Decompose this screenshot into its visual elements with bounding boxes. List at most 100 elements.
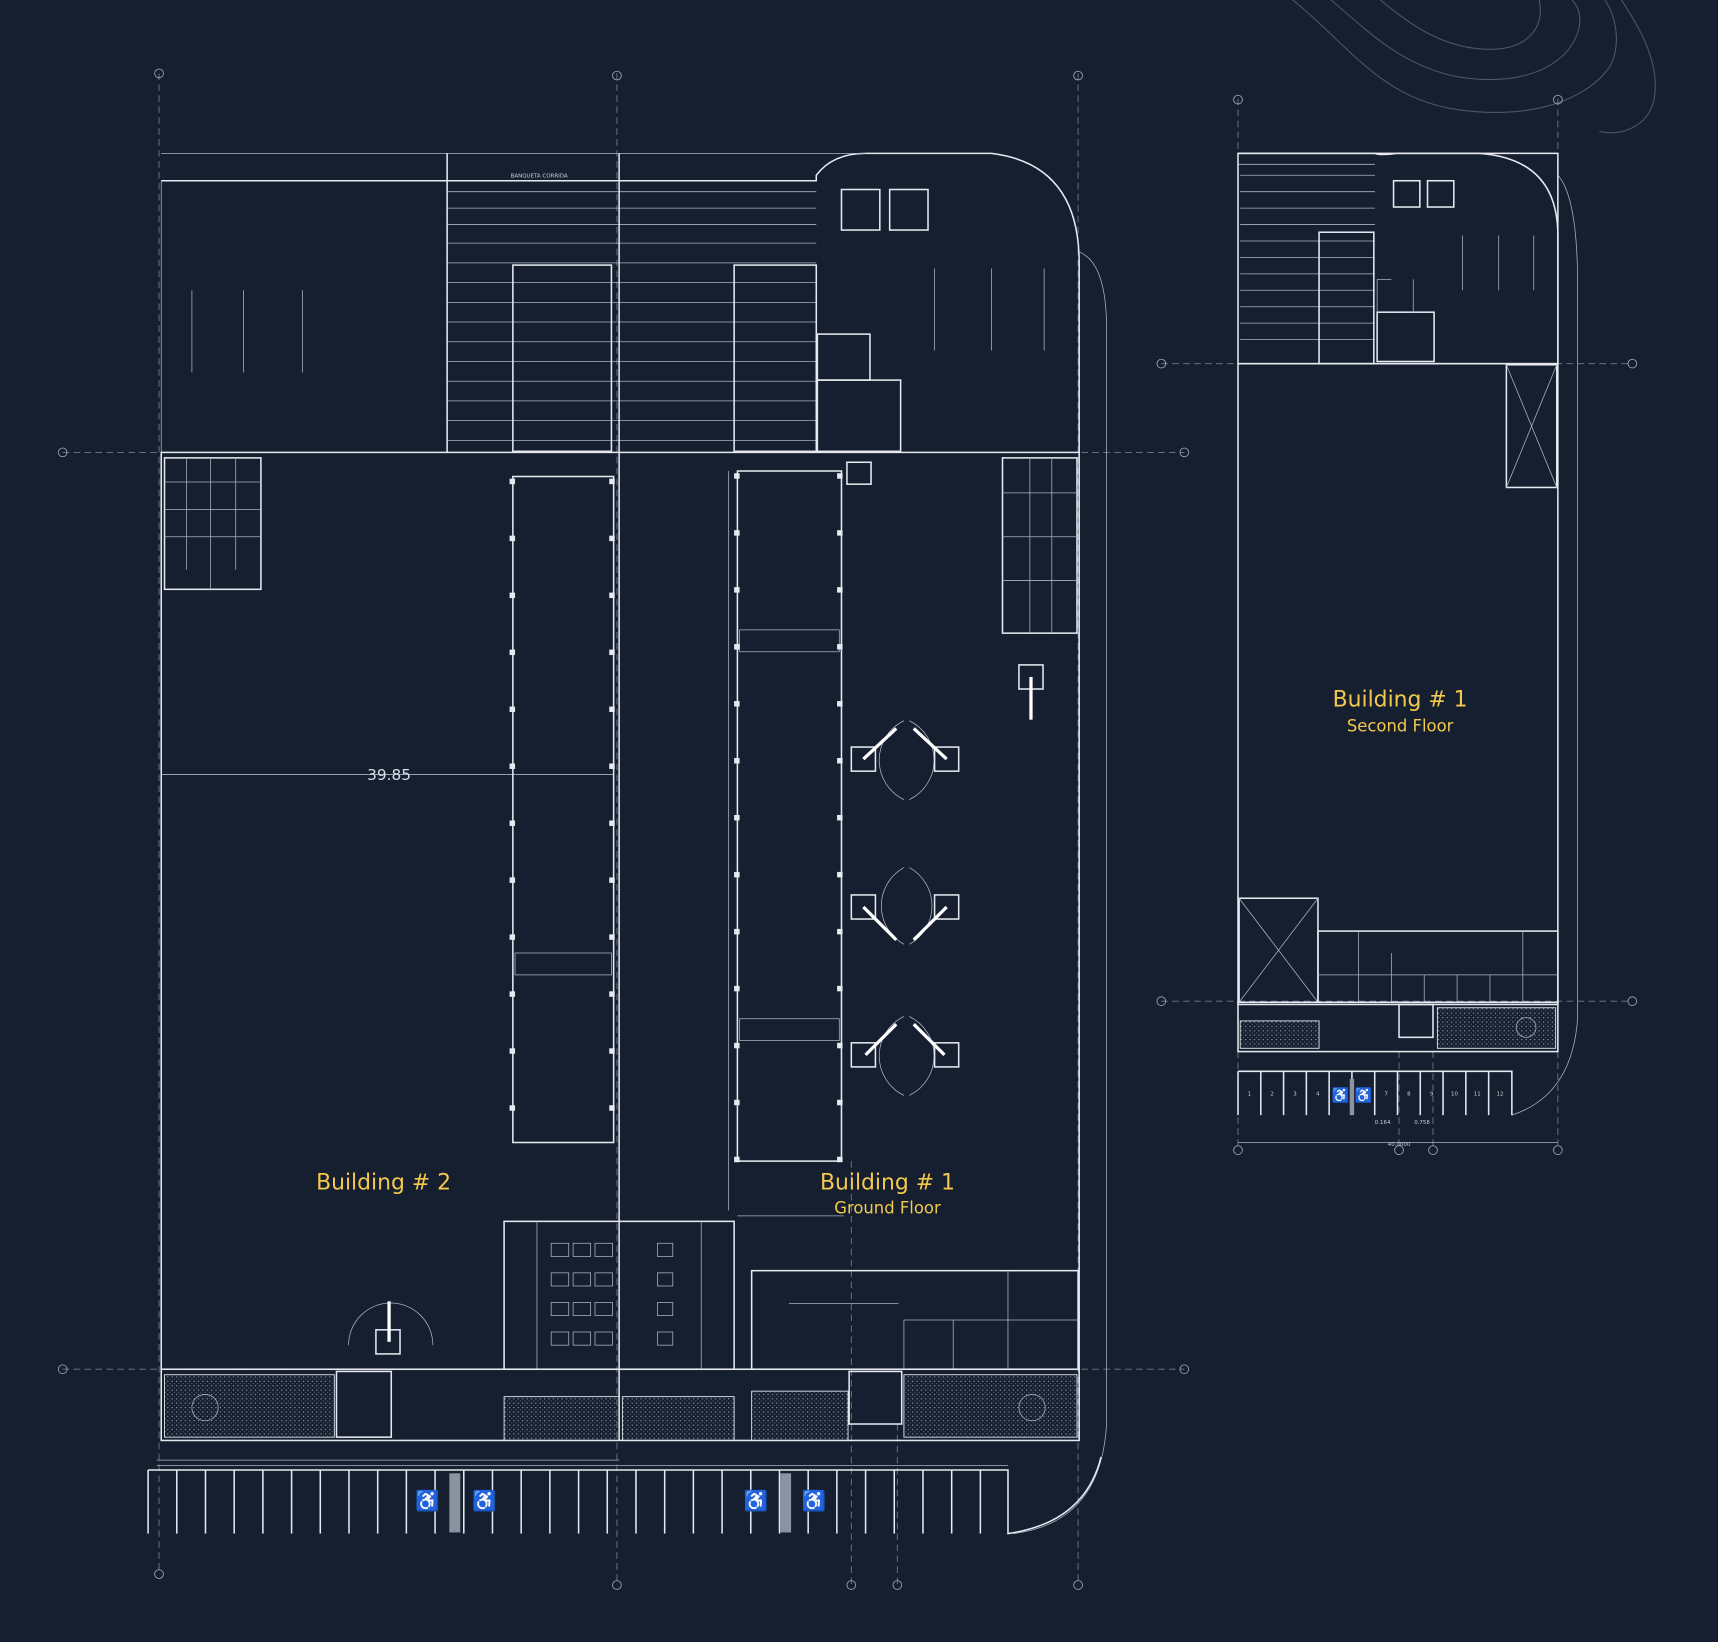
parking-main: ♿ ♿ ♿ ♿ (147, 1470, 982, 1534)
cafeteria-table (657, 1242, 674, 1257)
rack-post (734, 701, 740, 707)
building-1-second-sublabel: Second Floor (1347, 717, 1454, 736)
rack-post (837, 1099, 843, 1106)
upper-yard-stripes (1240, 174, 1375, 340)
grid-marker (846, 1580, 857, 1590)
rack-post (734, 814, 740, 821)
accessible-parking-icon: ♿ (744, 1489, 769, 1512)
rack-post (837, 928, 843, 935)
rack-post (837, 1156, 843, 1163)
rack-post (837, 644, 843, 650)
grid-marker (57, 447, 68, 458)
cafeteria-table (594, 1242, 613, 1257)
rack-post (734, 587, 740, 593)
grid-marker (1073, 1580, 1083, 1590)
rack-post (837, 701, 843, 707)
parking-stall-number: 2 (1270, 1091, 1273, 1097)
rack-post (734, 530, 740, 536)
grid-marker (57, 1364, 68, 1375)
cafeteria-table (657, 1331, 674, 1346)
rack-post (509, 592, 516, 599)
rack-post (609, 478, 615, 485)
rack-post (837, 530, 843, 536)
cafeteria-table (594, 1302, 613, 1316)
parking-stall-number: 4 (1316, 1091, 1320, 1097)
hatched-aisle (1349, 1078, 1355, 1116)
rack-post (837, 587, 843, 593)
accessible-parking-icon: ♿ (802, 1489, 827, 1512)
structural-grid (62, 73, 1633, 1586)
small-dimension-1: 0.164 (1375, 1120, 1391, 1126)
rack-post (609, 1105, 615, 1111)
cafeteria-table (550, 1302, 570, 1316)
rack-post (609, 934, 615, 940)
rack-post (509, 820, 516, 826)
rack-post (734, 1042, 740, 1049)
grid-marker (1627, 996, 1638, 1006)
rack-post (837, 758, 843, 764)
cafeteria-table (550, 1331, 570, 1346)
cafeteria-table (550, 1272, 570, 1287)
grid-marker (1394, 1145, 1404, 1155)
rack-post (734, 1156, 740, 1163)
cafeteria-table (657, 1302, 674, 1316)
rack-post (609, 763, 615, 769)
parking-stall-number: 8 (1407, 1091, 1411, 1097)
rack-post (509, 649, 516, 656)
accessible-parking-icon: ♿ (1332, 1087, 1350, 1104)
hatched-aisle (780, 1473, 792, 1533)
rack-post (609, 1048, 615, 1054)
grid-marker (1179, 447, 1190, 458)
accessible-parking-icon: ♿ (472, 1489, 497, 1512)
grid-marker (154, 1569, 164, 1579)
cafeteria-table (572, 1272, 592, 1287)
rack-post (509, 763, 516, 769)
rack-post (609, 649, 615, 656)
parking-stall-number: 3 (1293, 1091, 1297, 1097)
grid-marker (612, 1580, 622, 1590)
rack-post (734, 985, 740, 992)
grid-marker (1627, 358, 1638, 369)
grid-marker (1233, 1145, 1243, 1155)
parking-stall-number: 11 (1474, 1091, 1481, 1097)
grid-marker (1179, 1364, 1190, 1375)
rack-post (609, 592, 615, 599)
rack-post (734, 1099, 740, 1106)
cafeteria-table (572, 1331, 592, 1346)
offices-and-cafeteria (503, 1220, 1079, 1371)
rack-post (837, 985, 843, 992)
rack-post (609, 991, 615, 997)
rack-post (509, 1105, 516, 1111)
second-floor-dimension: 40.0000 (1388, 1142, 1411, 1148)
rack-post (837, 1042, 843, 1049)
ground-floor-plan: BANQUETA CORRIDA 39.85 (147, 152, 1107, 1535)
rack-post (509, 535, 516, 542)
rack-post (734, 473, 740, 479)
grid-markers (57, 68, 1638, 1590)
rack-post (609, 877, 615, 883)
rack-post (509, 706, 516, 713)
dimension-label: 39.85 (367, 766, 411, 784)
accessible-parking-icon: ♿ (415, 1489, 440, 1512)
parking-stall-number: 10 (1451, 1091, 1458, 1097)
rack-post (837, 473, 843, 479)
small-dimension-2: 0.758 (1414, 1120, 1430, 1126)
cafeteria-table (594, 1272, 613, 1287)
grid-marker (154, 68, 164, 79)
parking-stall-number: 1 (1248, 1091, 1251, 1097)
yard-note: BANQUETA CORRIDA (511, 173, 568, 179)
building-1-ground-label: Building # 1 (820, 1171, 955, 1196)
grid-marker (1233, 94, 1243, 105)
cafeteria-table (657, 1272, 674, 1287)
building-2-label: Building # 2 (316, 1171, 451, 1196)
rack-post (837, 871, 843, 878)
grid-marker (612, 70, 622, 81)
rack-post (734, 758, 740, 764)
parking-stall-number: 12 (1497, 1091, 1504, 1097)
rack-post (734, 644, 740, 650)
rack-post (509, 991, 516, 997)
cafeteria-table (572, 1302, 592, 1316)
